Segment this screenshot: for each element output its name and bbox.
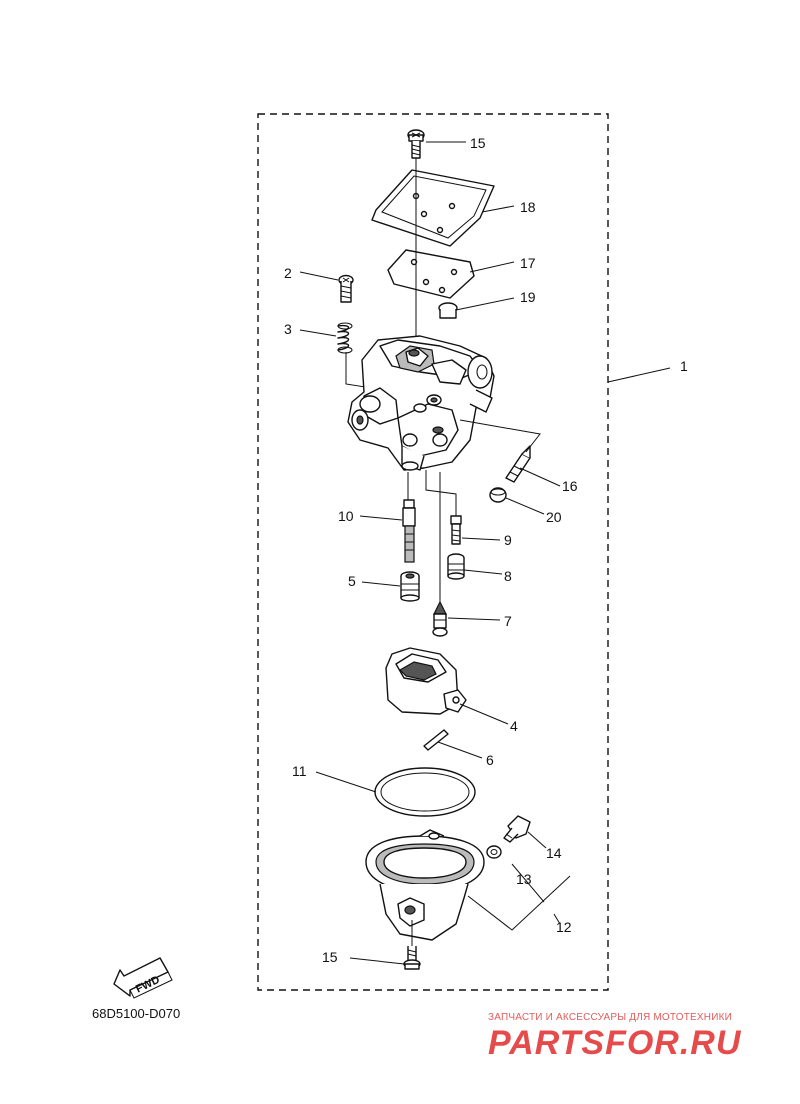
leader-6 (437, 741, 483, 759)
leader-5 (361, 581, 401, 587)
leader-9 (461, 537, 501, 541)
leader-12 (467, 863, 571, 931)
part-8-main-jet (447, 553, 465, 580)
leader-10 (359, 515, 403, 521)
part-5-nut (400, 571, 420, 602)
callout-15-bottom: 15 (322, 949, 338, 965)
part-6-pin (423, 729, 449, 751)
part-7-needle-valve (432, 600, 448, 637)
part-10-main-nozzle (402, 499, 416, 563)
part-20-cap (489, 487, 507, 503)
leader-16 (519, 467, 561, 487)
watermark-logo[interactable]: PARTSFOR.RU (488, 1024, 742, 1062)
callout-2: 2 (284, 265, 292, 281)
callout-3: 3 (284, 321, 292, 337)
leader-17 (469, 261, 515, 273)
part-19-plug (438, 302, 458, 319)
part-13-washer (486, 845, 502, 859)
part-9-pilot-jet (450, 515, 462, 545)
part-14-drain-screw (503, 815, 531, 843)
leader-1 (607, 367, 671, 383)
callout-20: 20 (546, 509, 562, 525)
callout-4: 4 (510, 718, 518, 734)
callout-8: 8 (504, 568, 512, 584)
part-11-oring (374, 767, 476, 817)
leader-18 (481, 205, 515, 213)
leader-7 (447, 617, 501, 621)
leader-2 (299, 271, 339, 281)
diagram-code: 68D5100-D070 (92, 1006, 181, 1021)
callout-17: 17 (520, 255, 536, 271)
callout-6: 6 (486, 752, 494, 768)
callout-9: 9 (504, 532, 512, 548)
callout-1: 1 (680, 358, 688, 374)
leader-19 (455, 297, 515, 311)
part-12-float-bowl (365, 829, 485, 941)
callout-14: 14 (546, 845, 562, 861)
callout-13: 13 (516, 871, 532, 887)
callout-12: 12 (556, 919, 572, 935)
fwd-arrow-icon: FWD (113, 957, 173, 999)
axis-line-needle (459, 419, 541, 453)
callout-19: 19 (520, 289, 536, 305)
leader-20 (505, 497, 545, 515)
part-15-bottom-screw (403, 946, 421, 970)
watermark-tagline: ЗАПЧАСТИ И АКСЕССУАРЫ ДЛЯ МОТОТЕХНИКИ (488, 1012, 733, 1023)
part-17-gasket (387, 249, 475, 299)
part-4-float (385, 647, 467, 715)
part-18-cover-plate (371, 169, 495, 247)
leader-15-bottom (349, 957, 405, 965)
leader-4 (459, 703, 509, 725)
part-15-top-screw (407, 129, 425, 159)
leader-14 (527, 831, 547, 849)
callout-11: 11 (292, 763, 307, 779)
assembly-boundary (257, 113, 609, 991)
callout-18: 18 (520, 199, 536, 215)
axis-line-9 (425, 470, 457, 516)
callout-15-top: 15 (470, 135, 486, 151)
leader-11 (315, 771, 377, 793)
callout-7: 7 (504, 613, 512, 629)
leader-8 (463, 569, 503, 575)
callout-16: 16 (562, 478, 578, 494)
callout-10: 10 (338, 508, 354, 524)
part-2-screw (338, 274, 354, 303)
leader-3 (299, 329, 337, 337)
part-3-spring (337, 322, 353, 354)
carburetor-body (347, 335, 495, 471)
callout-5: 5 (348, 573, 356, 589)
